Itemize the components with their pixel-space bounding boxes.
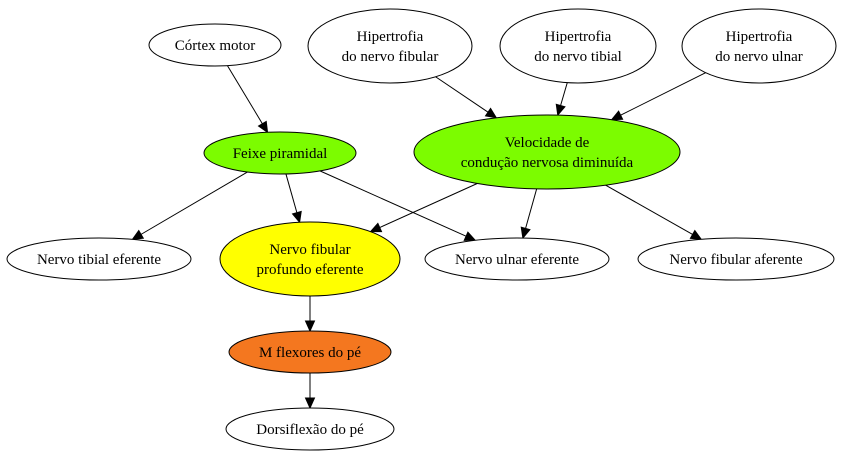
node-label: Córtex motor — [175, 38, 255, 54]
node-label: Nervo tibial eferente — [37, 252, 161, 268]
node-label: Hipertrofia — [545, 29, 612, 45]
edge-line — [226, 65, 263, 124]
node-hip-fibular: Hipertrofia do nervo fibular — [307, 8, 473, 84]
node-label: Dorsiflexão do pé — [256, 422, 364, 438]
arrowhead-icon — [484, 107, 498, 119]
node-ellipse — [637, 237, 835, 281]
edge-fibular_profundo-to-m_flexores — [304, 296, 316, 333]
node-ellipse — [219, 221, 401, 297]
node-label: Nervo fibular aferente — [669, 252, 803, 268]
arrowhead-icon — [689, 229, 703, 240]
node-label: Hipertrofia — [357, 29, 424, 45]
edge-velocidade-to-ulnar_eferente — [520, 188, 538, 240]
arrowhead-icon — [304, 320, 316, 333]
edge-line — [285, 173, 298, 213]
edges-layer — [131, 65, 706, 410]
arrowhead-icon — [369, 222, 383, 233]
arrowhead-icon — [555, 103, 566, 117]
edge-line — [525, 188, 538, 229]
node-hip-tibial: Hipertrofia do nervo tibial — [499, 8, 657, 84]
edge-m_flexores-to-dorsiflexao — [304, 373, 316, 410]
arrowhead-icon — [131, 229, 145, 241]
node-hip-ulnar: Hipertrofia do nervo ulnar — [681, 8, 837, 84]
node-ellipse — [424, 237, 610, 281]
edge-cortex_motor-to-feixe_piramidal — [226, 65, 269, 134]
node-label: Nervo ulnar eferente — [455, 252, 579, 268]
node-label: do nervo tibial — [534, 49, 621, 65]
node-label: Feixe piramidal — [233, 146, 328, 162]
edge-line — [379, 183, 478, 228]
node-ellipse — [228, 330, 392, 374]
node-ellipse — [203, 131, 357, 175]
edge-line — [319, 170, 467, 237]
arrowhead-icon — [463, 231, 477, 241]
edge-line — [620, 72, 706, 116]
node-ellipse — [499, 8, 657, 84]
edge-feixe_piramidal-to-tibial_eferente — [131, 171, 248, 241]
node-ulnar-eferente: Nervo ulnar eferente — [424, 237, 610, 281]
node-fibular-profundo: Nervo fibular profundo eferente — [219, 221, 401, 297]
arrowhead-icon — [610, 110, 624, 121]
node-tibial-eferente: Nervo tibial eferente — [6, 237, 192, 281]
node-ellipse — [6, 237, 192, 281]
node-label: Velocidade de — [505, 135, 590, 151]
edge-line — [560, 82, 568, 106]
edge-line — [605, 184, 693, 235]
node-label: do nervo fibular — [342, 49, 439, 65]
node-label: condução nervosa diminuída — [461, 155, 634, 171]
node-ellipse — [307, 8, 473, 84]
node-label: profundo eferente — [256, 262, 363, 278]
edge-feixe_piramidal-to-ulnar_eferente — [319, 170, 477, 241]
edge-velocidade-to-fibular_aferente — [605, 184, 703, 240]
edge-line — [435, 76, 489, 113]
node-velocidade: Velocidade de condução nervosa diminuída — [413, 114, 681, 190]
node-label: Nervo fibular — [269, 242, 350, 258]
node-feixe-piramidal: Feixe piramidal — [203, 131, 357, 175]
node-ellipse — [225, 407, 395, 451]
edge-hip_fibular-to-velocidade — [435, 76, 498, 119]
edge-hip_ulnar-to-velocidade — [610, 72, 706, 121]
arrowhead-icon — [520, 226, 531, 240]
node-ellipse — [681, 8, 837, 84]
node-label: Hipertrofia — [726, 29, 793, 45]
node-cortex-motor: Córtex motor — [148, 23, 282, 67]
node-ellipse — [413, 114, 681, 190]
edge-feixe_piramidal-to-fibular_profundo — [285, 173, 302, 224]
edge-line — [140, 171, 248, 235]
node-m-flexores: M flexores do pé — [228, 330, 392, 374]
node-label: M flexores do pé — [259, 345, 361, 361]
arrowhead-icon — [257, 120, 269, 134]
node-dorsiflexao: Dorsiflexão do pé — [225, 407, 395, 451]
arrowhead-icon — [291, 210, 302, 224]
node-label: do nervo ulnar — [715, 49, 802, 65]
edge-hip_tibial-to-velocidade — [555, 82, 568, 117]
node-fibular-aferente: Nervo fibular aferente — [637, 237, 835, 281]
edge-velocidade-to-fibular_profundo — [369, 183, 478, 233]
node-ellipse — [148, 23, 282, 67]
arrowhead-icon — [304, 397, 316, 410]
